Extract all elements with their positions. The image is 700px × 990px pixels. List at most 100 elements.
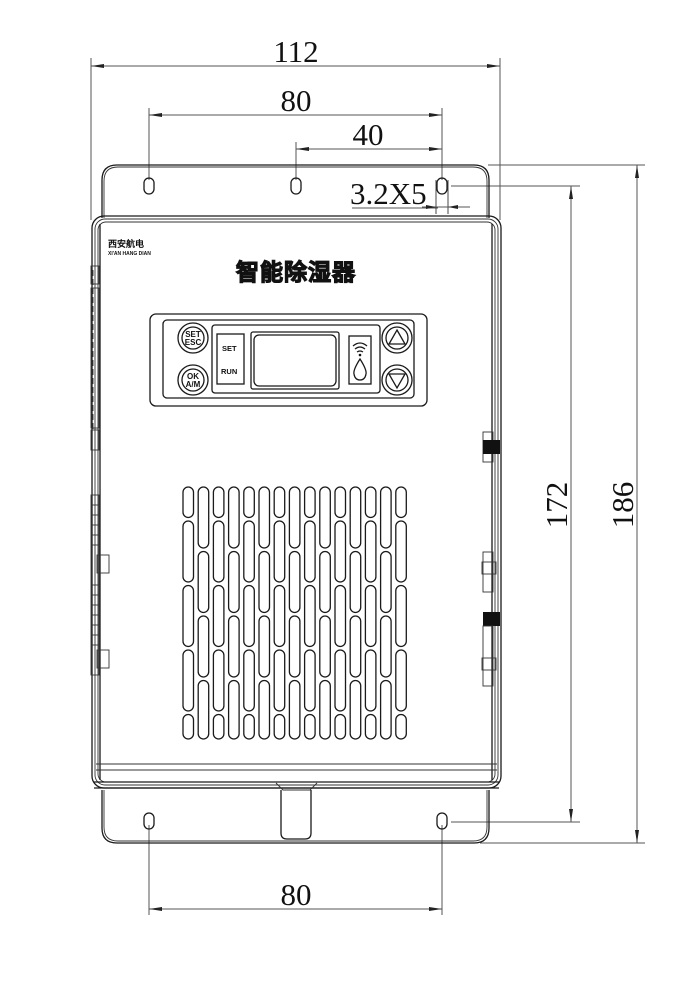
status-labels: SET RUN xyxy=(216,333,245,385)
svg-text:A/M: A/M xyxy=(186,380,201,389)
vent-slot xyxy=(227,550,240,614)
vent-slot xyxy=(182,486,195,519)
svg-text:ESC: ESC xyxy=(185,338,202,347)
vent-slot xyxy=(227,679,240,740)
vent-slot xyxy=(319,550,331,614)
svg-text:SET: SET xyxy=(185,330,201,339)
vent-slot xyxy=(288,550,301,614)
vent-slot xyxy=(364,486,377,519)
control-panel: SET ESC OK A/M SET RUN xyxy=(149,313,428,407)
vent-slot xyxy=(227,615,240,678)
vent-slot xyxy=(334,649,347,712)
dim-label-80-bottom: 80 xyxy=(281,877,312,912)
indicator-panel xyxy=(348,335,372,385)
dim-label-40: 40 xyxy=(353,117,384,152)
vent-slot xyxy=(273,486,286,519)
vent-slot xyxy=(364,584,377,648)
vent-grille xyxy=(182,486,407,740)
vent-slot xyxy=(395,486,407,519)
vent-slot xyxy=(395,649,407,712)
vent-slot xyxy=(182,649,195,712)
ok-am-button[interactable]: OK A/M xyxy=(177,364,209,396)
logo-chinese: 西安航电 xyxy=(108,238,144,250)
vent-slot xyxy=(258,615,271,678)
mounting-hole-top-right xyxy=(436,177,448,195)
dimension-bottom-hole-spacing: 80 xyxy=(148,825,443,915)
dimension-overall-width: 112 xyxy=(90,34,501,220)
left-side-details xyxy=(90,265,110,676)
dimension-slot-size: 3.2X5 xyxy=(350,176,470,214)
vent-slot xyxy=(334,486,347,519)
vent-slot xyxy=(182,584,195,648)
vent-slot xyxy=(258,679,271,740)
mounting-hole-bottom-right xyxy=(436,812,448,830)
vent-slot xyxy=(303,486,316,519)
vent-slot xyxy=(395,584,407,648)
set-esc-button[interactable]: SET ESC xyxy=(177,322,209,354)
dim-label-112: 112 xyxy=(273,34,318,69)
vent-slot xyxy=(212,520,225,583)
bottom-tab xyxy=(275,782,318,840)
bottom-mounting-bracket xyxy=(101,782,490,844)
mounting-hole-bottom-left xyxy=(143,812,155,830)
vent-slot xyxy=(243,649,255,712)
dimension-hole-vertical-spacing: 172 xyxy=(451,185,580,823)
vent-slot xyxy=(303,520,316,583)
vent-slot xyxy=(197,615,210,678)
vent-slot xyxy=(349,615,362,678)
vent-slot xyxy=(212,486,225,519)
top-mounting-bracket xyxy=(101,164,490,218)
vent-slot xyxy=(288,615,301,678)
vent-slot xyxy=(273,520,286,583)
vent-slot xyxy=(227,486,240,549)
right-side-clips xyxy=(481,431,500,687)
vent-slot xyxy=(182,713,195,740)
down-button[interactable] xyxy=(381,364,413,396)
dimension-overall-height: 186 xyxy=(480,164,645,844)
lcd-display xyxy=(250,331,340,390)
water-drop-icon xyxy=(353,357,367,381)
vent-slot xyxy=(243,713,255,740)
vent-slot xyxy=(319,615,331,678)
main-enclosure xyxy=(91,215,502,789)
status-label-run: RUN xyxy=(221,367,237,376)
vent-slot xyxy=(379,679,392,740)
vent-slot xyxy=(303,713,316,740)
vent-slot xyxy=(379,615,392,678)
vent-slot xyxy=(243,520,255,583)
vent-slot xyxy=(334,584,347,648)
vent-slot xyxy=(364,520,377,583)
vent-slot xyxy=(197,679,210,740)
vent-slot xyxy=(273,713,286,740)
down-arrow-icon xyxy=(387,373,407,390)
vent-slot xyxy=(364,713,377,740)
vent-slot xyxy=(288,679,301,740)
dimension-half-hole-spacing: 40 xyxy=(295,117,442,180)
vent-slot xyxy=(303,649,316,712)
vent-slot xyxy=(212,584,225,648)
brand-logo: 西安航电 XI'AN HANG DIAN xyxy=(108,238,151,257)
vent-slot xyxy=(349,550,362,614)
vent-slot xyxy=(395,713,407,740)
vent-slot xyxy=(258,550,271,614)
vent-slot xyxy=(379,550,392,614)
vent-slot xyxy=(364,649,377,712)
vent-slot xyxy=(273,584,286,648)
vent-slot xyxy=(319,486,331,549)
vent-slot xyxy=(303,584,316,648)
logo-english: XI'AN HANG DIAN xyxy=(108,251,151,257)
dim-label-80-top: 80 xyxy=(281,83,312,118)
vent-slot xyxy=(288,486,301,549)
vent-slot xyxy=(243,584,255,648)
vent-slot xyxy=(349,486,362,549)
dimension-top-hole-spacing: 80 xyxy=(148,83,443,180)
vent-slot xyxy=(395,520,407,583)
vent-slot xyxy=(379,486,392,549)
mounting-hole-top-center xyxy=(290,177,302,195)
vent-slot xyxy=(319,679,331,740)
svg-text:OK: OK xyxy=(187,372,199,381)
up-button[interactable] xyxy=(381,322,413,354)
vent-slot xyxy=(243,486,255,519)
vent-slot xyxy=(212,649,225,712)
